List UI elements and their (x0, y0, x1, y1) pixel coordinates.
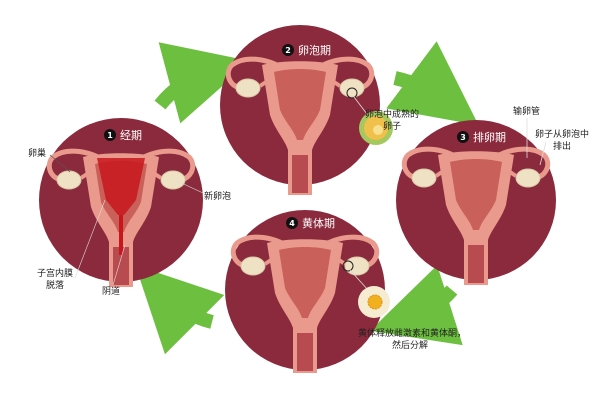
cycle-arrow-1-to-2 (154, 42, 251, 124)
phase-1-menstruation: 1 经期 (39, 118, 203, 287)
label-ovary: 卵巢 (28, 147, 46, 159)
label-corpus-luteum: 然后分解 (392, 339, 428, 351)
phase-number: 2 (285, 46, 291, 55)
phase-number: 4 (289, 219, 295, 228)
label-new-follicle: 新卵泡 (204, 190, 231, 202)
cycle-arrow-4-to-1 (135, 265, 225, 355)
phase-number: 3 (460, 133, 466, 142)
label-egg-release: 卵子从卵泡中 (535, 128, 589, 140)
label-egg-release: 排出 (553, 140, 571, 152)
phase-title: 排卵期 (473, 130, 506, 144)
label-endometrium: 脱落 (46, 279, 64, 291)
label-endometrium: 子宫内膜 (37, 267, 73, 279)
phase-2-follicular: 2 卵泡期 (220, 25, 393, 195)
phase-4-luteal: 4 黄体期 (225, 210, 390, 373)
phase-3-ovulation: 3 排卵期 (396, 118, 556, 285)
phase-title: 卵泡期 (298, 43, 331, 57)
label-vagina: 阴道 (102, 285, 120, 297)
phase-number: 1 (107, 131, 113, 140)
cycle-arrow-3-to-4 (370, 265, 463, 346)
label-mature-egg: 卵子 (383, 121, 401, 132)
phase-title: 黄体期 (302, 216, 335, 230)
cycle-arrow-2-to-3 (386, 41, 479, 126)
label-mature-egg: 卵泡中成熟的 (365, 108, 419, 120)
phase-title: 经期 (120, 129, 142, 142)
label-corpus-luteum: 黄体释放雌激素和黄体酮， (358, 327, 466, 339)
label-fallopian-tube: 输卵管 (513, 105, 540, 117)
